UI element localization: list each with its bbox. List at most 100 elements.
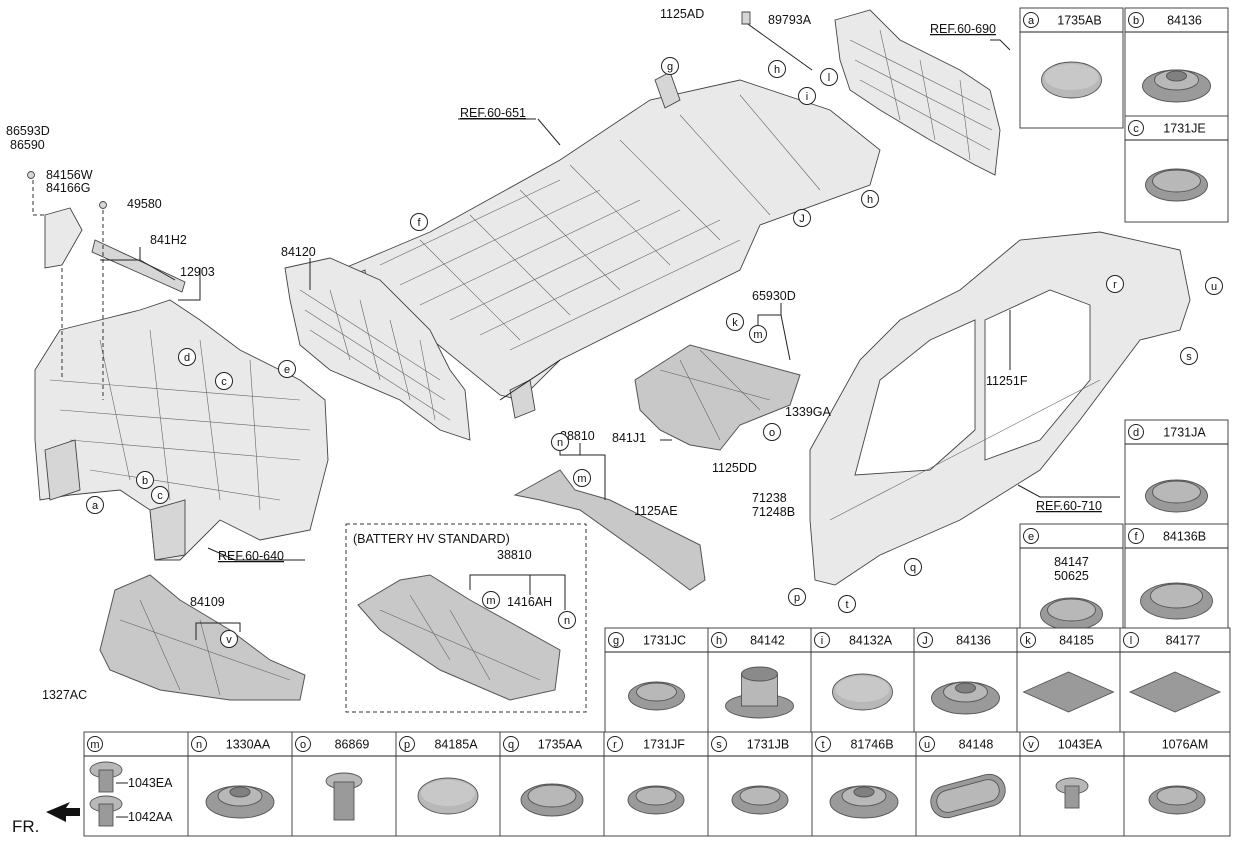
legend-part-number: 1735AB: [1057, 14, 1101, 28]
legend-key-s: s: [711, 736, 727, 752]
callout-11251f: 11251F: [986, 374, 1028, 388]
crossmember-parts: [27, 171, 186, 400]
callout-89793a: 89793A: [768, 13, 812, 27]
marker-o: o: [763, 423, 781, 441]
svg-text:s: s: [716, 739, 722, 751]
front-under-cover: [99, 574, 306, 701]
marker-m: m: [482, 591, 500, 609]
svg-text:v: v: [1028, 739, 1034, 751]
marker-l: l: [820, 68, 838, 86]
svg-text:d: d: [1133, 427, 1139, 439]
front-direction-label: FR.: [12, 817, 39, 836]
legend-key-k: k: [1020, 632, 1036, 648]
svg-text:c: c: [157, 490, 163, 502]
legend-key-o: o: [295, 736, 311, 752]
svg-text:f: f: [417, 217, 421, 229]
svg-text:l: l: [1130, 635, 1132, 647]
legend-key-g: g: [608, 632, 624, 648]
under-cover-65930d: [634, 344, 801, 451]
callout-1339ga: 1339GA: [785, 405, 832, 419]
marker-h: h: [768, 60, 786, 78]
svg-text:g: g: [667, 61, 673, 73]
callout-65930d: 65930D: [752, 289, 796, 303]
marker-m: m: [573, 469, 591, 487]
legend-panel-k-84185: k 84185: [1016, 627, 1121, 733]
ribbed-grommet-icon: [829, 785, 899, 819]
legend-part-number: 1731JC: [643, 634, 686, 648]
marker-c: c: [215, 372, 233, 390]
marker-t: t: [838, 595, 856, 613]
svg-text:c: c: [1133, 123, 1139, 135]
legend-key-q: q: [503, 736, 519, 752]
marker-k: k: [726, 313, 744, 331]
marker-e: e: [278, 360, 296, 378]
svg-text:r: r: [1113, 279, 1117, 291]
svg-text:d: d: [184, 352, 190, 364]
legend-panel-q-1735AA: q 1735AA: [499, 731, 605, 837]
marker-g: g: [661, 57, 679, 75]
svg-text:n: n: [196, 739, 202, 751]
legend-key-a: a: [1023, 12, 1039, 28]
marker-q: q: [904, 558, 922, 576]
marker-p: p: [788, 588, 806, 606]
legend-part-number: 84136: [956, 634, 991, 648]
svg-text:o: o: [300, 739, 306, 751]
svg-text:e: e: [1028, 531, 1034, 543]
legend-part-number: 1731JF: [643, 738, 685, 752]
legend-panel-h-84142: h 84142: [707, 627, 812, 733]
svg-text:e: e: [284, 364, 290, 376]
pad-icon: [1022, 671, 1115, 713]
legend-key-f: f: [1128, 528, 1144, 544]
svg-text:m: m: [753, 329, 762, 341]
legend-part-number: 84136B: [1163, 530, 1206, 544]
flat-disc-icon: [417, 777, 479, 815]
marker-i: i: [798, 87, 816, 105]
marker-v: v: [220, 630, 238, 648]
front-structure: [34, 299, 329, 561]
legend-part-number: 81746B: [850, 738, 893, 752]
svg-text:n: n: [564, 615, 570, 627]
svg-text:1042AA: 1042AA: [128, 810, 173, 824]
body-side-outer: [809, 231, 1191, 586]
marker-r: r: [1106, 275, 1124, 293]
svg-text:i: i: [806, 91, 808, 103]
svg-text:q: q: [508, 739, 514, 751]
marker-d: d: [178, 348, 196, 366]
callout-labels: 1125AD 89793A REF.60-690 REF.60-651 8659…: [6, 7, 1102, 836]
cup-plug-icon: [1145, 479, 1208, 513]
marker-h: h: [861, 190, 879, 208]
marker-J: J: [793, 209, 811, 227]
marker-m: m: [749, 325, 767, 343]
dome-plug-icon: [1040, 597, 1103, 631]
marker-u: u: [1205, 277, 1223, 295]
svg-text:h: h: [716, 635, 722, 647]
legend-part-number: 84185: [1059, 634, 1094, 648]
ribbed-grommet-icon: [931, 681, 1000, 715]
svg-text:h: h: [774, 64, 780, 76]
svg-text:c: c: [221, 376, 227, 388]
callout-1327ac: 1327AC: [42, 688, 87, 702]
callout-84156w: 84156W: [46, 168, 93, 182]
svg-text:q: q: [910, 562, 916, 574]
tabbed-grommet-icon: [1140, 582, 1213, 620]
legend-part-number: 84132A: [849, 634, 893, 648]
legend-key-m: m: [87, 736, 103, 752]
legend-part-number: 1735AA: [538, 738, 583, 752]
svg-text:m: m: [577, 473, 586, 485]
svg-text:t: t: [821, 739, 824, 751]
callout-71248b: 71248B: [752, 505, 795, 519]
rear-structure: [741, 9, 1001, 176]
legend-part-number: 84142: [750, 634, 785, 648]
svg-text:h: h: [867, 194, 873, 206]
